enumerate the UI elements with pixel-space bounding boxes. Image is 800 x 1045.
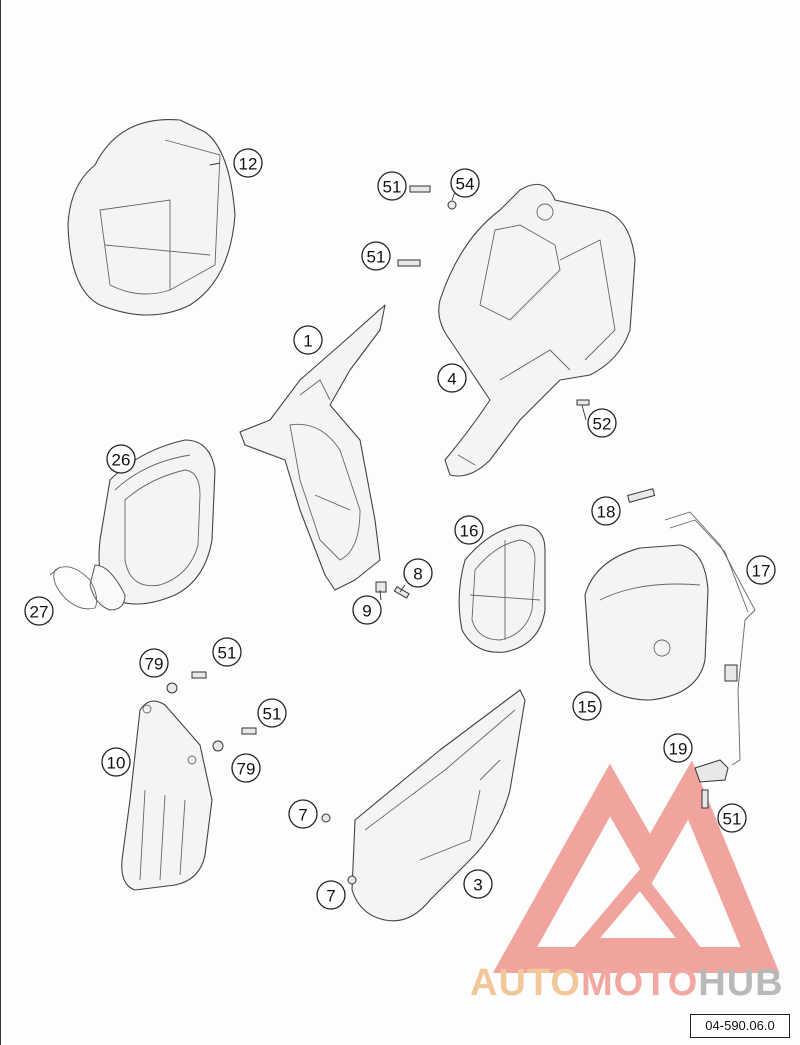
callout-12: 12 [233,148,263,178]
svg-text:19: 19 [669,740,688,759]
watermark-text: AUTOMOTOHUB [470,962,784,1005]
part-1-filter-frame [239,304,386,591]
svg-text:51: 51 [383,178,402,197]
callout-8: 8 [403,558,433,588]
svg-text:9: 9 [362,602,371,621]
svg-text:7: 7 [298,806,307,825]
callout-26: 26 [106,444,136,474]
callout-51-mid: 51 [361,241,391,271]
part-16-filter-cage [458,524,546,653]
left-border-line [0,0,1,1045]
part-3-side-cover [351,689,526,922]
part-17-bracket [664,511,756,766]
svg-text:12: 12 [239,155,258,174]
svg-text:18: 18 [597,503,616,522]
svg-text:54: 54 [456,175,475,194]
part-19-holder [694,759,729,783]
svg-text:10: 10 [107,754,126,773]
watermark-logo [492,760,780,973]
svg-text:51: 51 [367,248,386,267]
part-15-filter [584,544,709,701]
callout-27: 27 [24,596,54,626]
part-10-side-cover [121,700,213,891]
part-27-clamp [49,566,98,610]
svg-text:79: 79 [145,655,164,674]
leader-lines [209,162,587,601]
callout-79-lower: 79 [231,753,261,783]
callout-51-right: 51 [717,803,747,833]
callout-15: 15 [572,691,602,721]
callout-10: 10 [101,747,131,777]
part-26-air-filter [89,439,216,611]
svg-text:27: 27 [30,603,49,622]
callout-54: 54 [450,168,480,198]
svg-text:51: 51 [263,705,282,724]
svg-text:26: 26 [112,451,131,470]
callout-16: 16 [454,515,484,545]
part-4-airbox [438,183,636,477]
svg-text:7: 7 [326,887,335,906]
callout-52: 52 [587,408,617,438]
watermark-word-3: HUB [698,962,784,1004]
callout-79-upper: 79 [139,648,169,678]
svg-text:8: 8 [413,565,422,584]
svg-text:15: 15 [578,698,597,717]
callout-51-left-lower: 51 [257,698,287,728]
watermark-word-1: AUTO [470,962,581,1004]
callout-7-upper: 7 [288,799,318,829]
svg-text:51: 51 [723,810,742,829]
svg-text:4: 4 [447,370,456,389]
callout-1: 1 [293,325,323,355]
callout-17: 17 [746,555,776,585]
svg-text:3: 3 [473,876,482,895]
part-12-airbox-cover [67,118,236,316]
svg-text:79: 79 [237,760,256,779]
callout-9: 9 [352,595,382,625]
svg-text:1: 1 [303,332,312,351]
watermark-word-2: MOTO [580,962,699,1004]
callout-3: 3 [463,869,493,899]
callout-51-top: 51 [377,171,407,201]
part-18-pin [627,488,656,503]
hardware [166,185,709,885]
callout-19: 19 [663,733,693,763]
svg-text:16: 16 [460,522,479,541]
svg-text:51: 51 [218,644,237,663]
callout-4: 4 [437,363,467,393]
callout-51-left-upper: 51 [212,637,242,667]
callout-18: 18 [591,496,621,526]
svg-text:17: 17 [752,562,771,581]
reference-code: 04-590.06.0 [690,1014,790,1038]
svg-text:52: 52 [593,415,612,434]
callout-7-lower: 7 [316,880,346,910]
